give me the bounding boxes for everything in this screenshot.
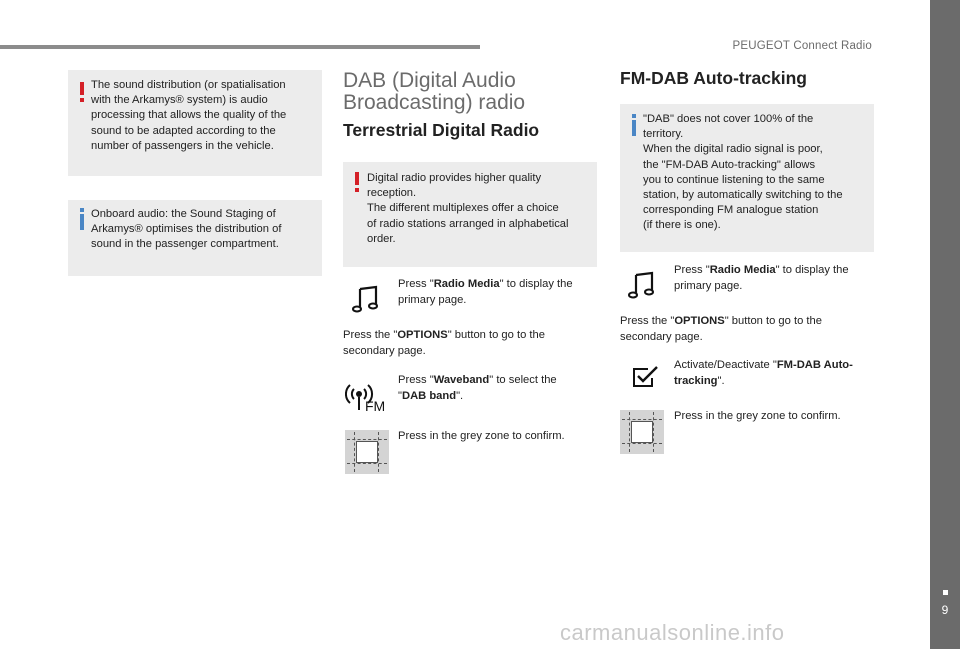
terrestrial-digital-radio-heading: Terrestrial Digital Radio — [343, 120, 540, 140]
page-marker — [943, 590, 948, 595]
step-radio-media: Press "Radio Media" to display the prima… — [398, 278, 573, 306]
onboard-audio-info-box: Onboard audio: the Sound Staging of Arka… — [68, 200, 322, 276]
warning-text: The sound distribution (or spatialisatio… — [91, 79, 287, 152]
warning-icon — [80, 82, 86, 102]
digital-radio-warning-box: Digital radio provides higher quality re… — [343, 162, 597, 267]
fm-icon-label: FM — [365, 398, 385, 414]
page-header-title: PEUGEOT Connect Radio — [732, 40, 872, 52]
dab-coverage-info-box: "DAB" does not cover 100% of the territo… — [620, 104, 874, 252]
fm-dab-autotracking-heading: FM-DAB Auto-tracking — [620, 68, 807, 88]
fm-radio-icon: FM — [345, 384, 385, 414]
step-radio-media: Press "Radio Media" to display the prima… — [674, 264, 849, 292]
music-note-icon — [628, 271, 654, 299]
page-sidebar: 9 — [930, 0, 960, 649]
info-icon — [80, 208, 86, 230]
music-note-icon — [352, 285, 378, 313]
header-rule — [0, 45, 480, 49]
watermark: carmanualsonline.info — [560, 620, 785, 645]
checkbox-check-icon — [633, 366, 658, 387]
step-grey-zone: Press in the grey zone to confirm. — [398, 430, 565, 442]
step-autotracking: Activate/Deactivate "FM-DAB Auto- tracki… — [674, 359, 853, 387]
step-options: Press the "OPTIONS" button to go to the … — [620, 315, 822, 343]
info-icon — [632, 114, 638, 136]
grey-zone-icon — [620, 410, 664, 454]
warning-icon — [355, 172, 361, 192]
step-grey-zone: Press in the grey zone to confirm. — [674, 410, 841, 422]
step-waveband: Press "Waveband" to select the "DAB band… — [398, 374, 557, 402]
sound-distribution-warning-box: The sound distribution (or spatialisatio… — [68, 70, 322, 176]
dab-section-title: DAB (Digital Audio Broadcasting) radio — [343, 69, 526, 114]
info-text: Onboard audio: the Sound Staging of Arka… — [91, 208, 282, 251]
warning-text: Digital radio provides higher quality re… — [367, 172, 569, 245]
step-options: Press the "OPTIONS" button to go to the … — [343, 329, 545, 357]
page-number: 9 — [941, 603, 949, 617]
grey-zone-icon — [345, 430, 389, 474]
info-text: "DAB" does not cover 100% of the territo… — [643, 113, 843, 232]
